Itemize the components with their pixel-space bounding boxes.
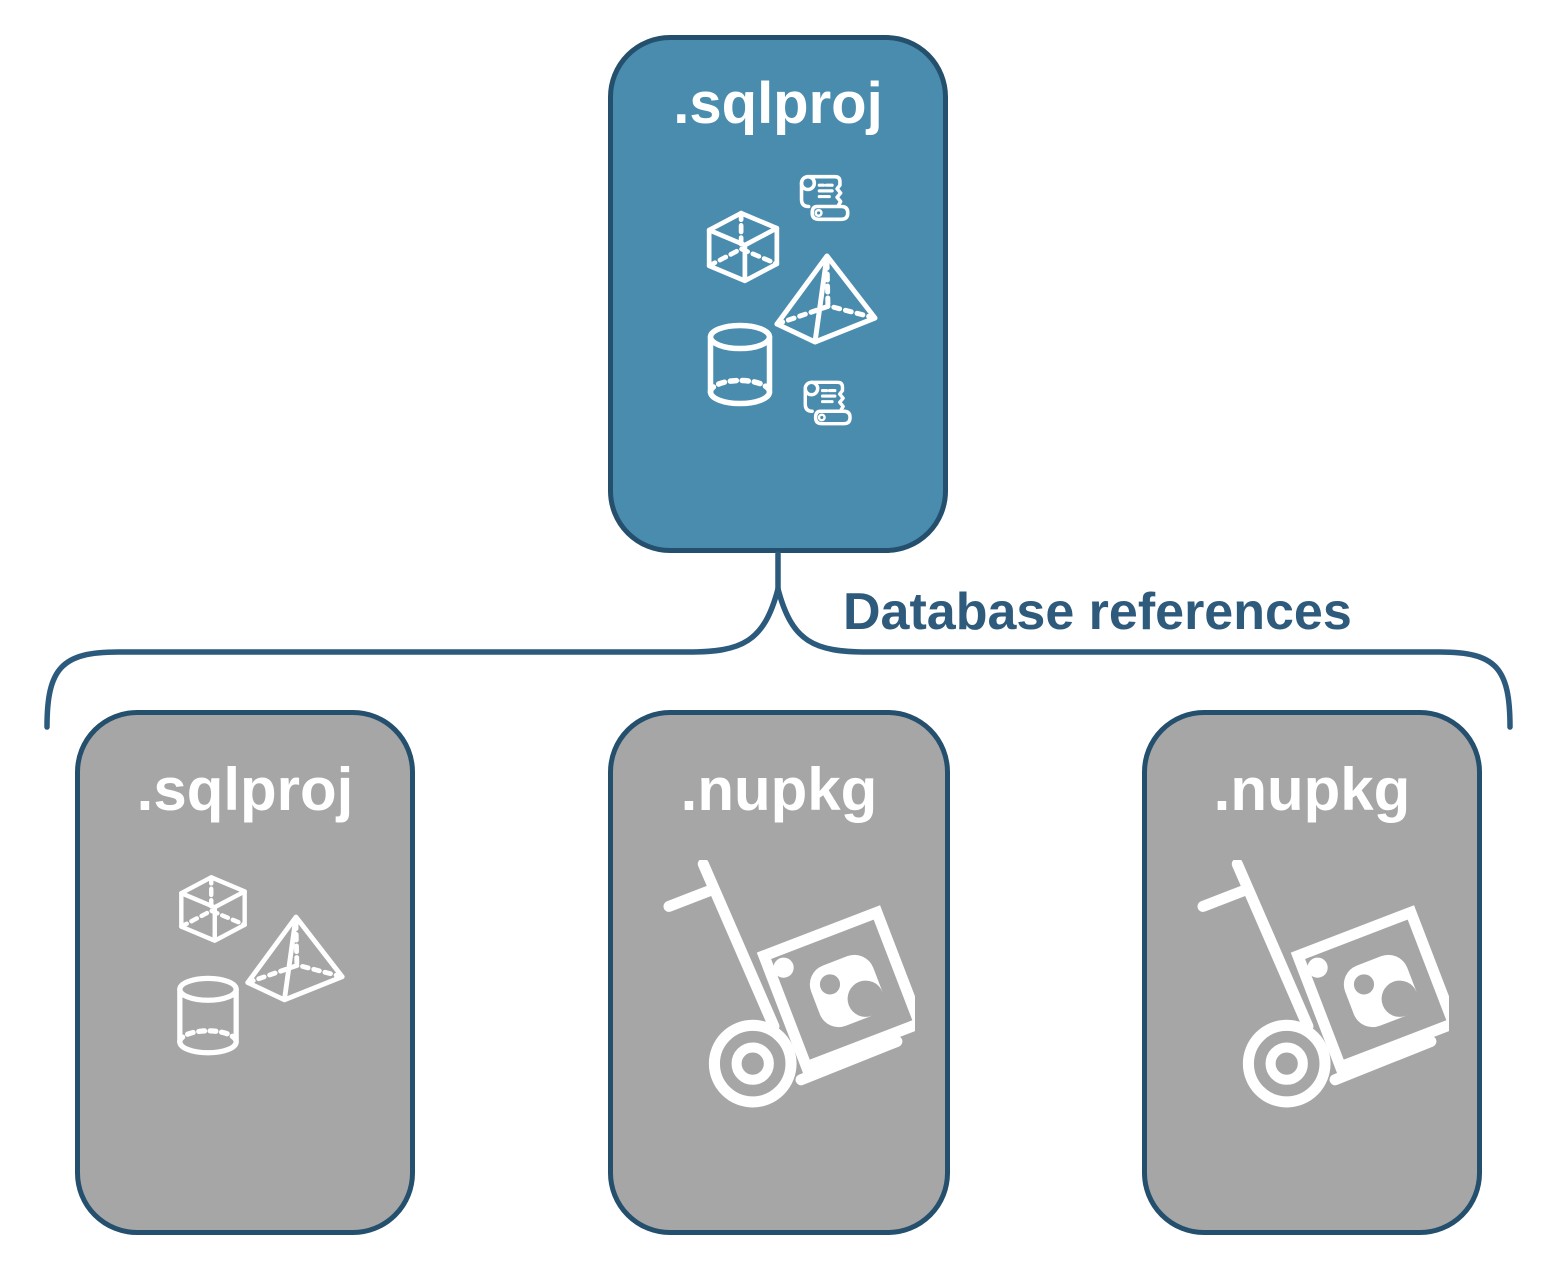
scroll-icon xyxy=(797,374,859,432)
child-node-nupkg: .nupkg xyxy=(608,710,950,1235)
pyramid-icon xyxy=(771,250,881,345)
cylinder-icon xyxy=(172,975,244,1059)
hand-truck-package-icon xyxy=(663,860,915,1110)
cylinder-icon xyxy=(705,322,775,410)
database-references-label: Database references xyxy=(843,583,1352,641)
parent-node-sqlproj: .sqlproj xyxy=(608,35,948,553)
hand-truck-package-icon xyxy=(1197,860,1449,1110)
child-node-title: .nupkg xyxy=(1213,756,1411,823)
child-node-nupkg: .nupkg xyxy=(1142,710,1482,1235)
scroll-icon xyxy=(793,168,857,228)
child-node-sqlproj: .sqlproj xyxy=(75,710,415,1235)
child-node-title: .nupkg xyxy=(680,756,878,823)
parent-node-title: .sqlproj xyxy=(673,71,883,136)
pyramid-icon xyxy=(242,911,348,1003)
child-node-title: .sqlproj xyxy=(136,756,354,823)
